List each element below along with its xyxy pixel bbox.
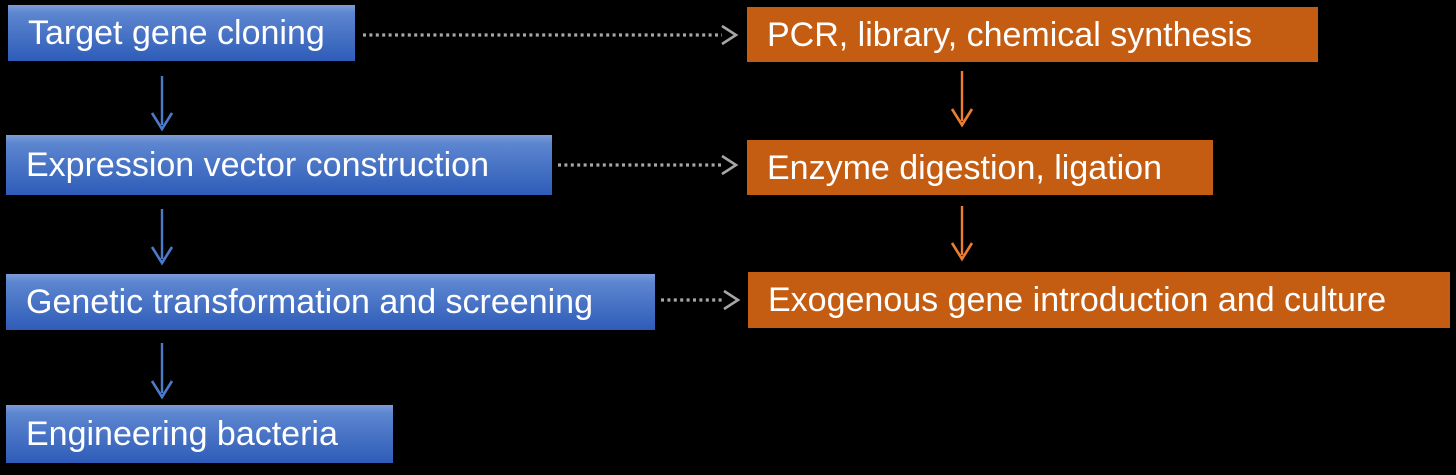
method-enzyme-digestion-ligation: Enzyme digestion, ligation [747, 140, 1213, 195]
down-arrow-icon [950, 206, 974, 262]
dotted-arrow-icon [558, 154, 739, 176]
method-label: Exogenous gene introduction and culture [768, 281, 1387, 319]
down-arrow-icon [950, 71, 974, 128]
down-arrow-icon [150, 343, 174, 400]
step-label: Genetic transformation and screening [26, 283, 593, 321]
method-label: PCR, library, chemical synthesis [767, 15, 1252, 54]
step-expression-vector-construction: Expression vector construction [6, 135, 552, 195]
step-genetic-transformation-and-screening: Genetic transformation and screening [6, 274, 655, 330]
method-pcr-library-chemical-synthesis: PCR, library, chemical synthesis [747, 7, 1318, 62]
dotted-arrow-icon [661, 289, 741, 311]
step-engineering-bacteria: Engineering bacteria [6, 405, 393, 463]
dotted-arrow-icon [363, 24, 739, 46]
method-label: Enzyme digestion, ligation [767, 148, 1163, 187]
down-arrow-icon [150, 76, 174, 132]
step-label: Expression vector construction [26, 146, 489, 184]
step-label: Target gene cloning [28, 14, 325, 52]
method-exogenous-gene-introduction-and-culture: Exogenous gene introduction and culture [748, 272, 1450, 328]
step-target-gene-cloning: Target gene cloning [8, 5, 355, 61]
down-arrow-icon [150, 209, 174, 266]
step-label: Engineering bacteria [26, 415, 338, 453]
